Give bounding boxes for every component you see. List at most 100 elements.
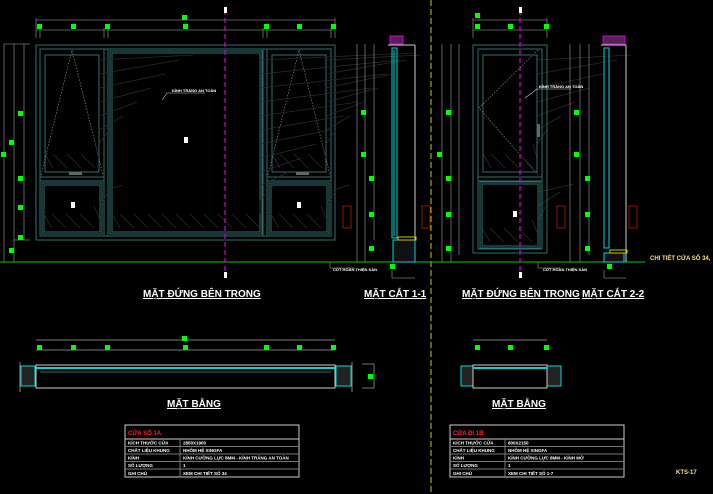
dimension-marker	[475, 13, 480, 18]
dimension-marker	[264, 345, 269, 350]
hatch-line	[306, 213, 322, 229]
hatch-line	[245, 213, 261, 229]
row-label: KÍNH	[453, 454, 464, 461]
hatch-line	[270, 213, 280, 229]
row-label: SỐ LƯỢNG	[453, 462, 478, 468]
floor-note-1: CỐT HOÀN THIỆN SÀN	[333, 267, 377, 272]
dimension-lines	[3, 18, 626, 279]
dimension-marker	[446, 212, 451, 217]
row-label: GHI CHÚ	[453, 470, 472, 476]
dimension-marker	[437, 152, 442, 157]
hatch-line	[98, 54, 194, 61]
hatch-line	[489, 227, 505, 243]
hatch-line	[271, 153, 281, 169]
row-value: XEM CHI TIẾT SỐ 34	[183, 470, 227, 476]
dimension-marker	[183, 24, 188, 29]
hatch-line	[98, 87, 152, 103]
hatch-line	[536, 87, 590, 103]
hatch-line	[532, 143, 538, 159]
dimension-marker	[105, 345, 110, 350]
title-section-1-1: MẶT CẮT 1-1	[364, 287, 427, 300]
dimension-marker	[369, 212, 374, 217]
dimension-marker	[508, 345, 513, 350]
dimension-marker	[183, 345, 188, 350]
hatch-line	[65, 213, 81, 229]
sheet-code: KTS-17	[676, 470, 697, 476]
hatch-line	[44, 153, 54, 169]
plan-2-drawing	[460, 339, 562, 389]
hatch-line	[259, 185, 275, 201]
hatch-line	[536, 59, 618, 75]
dimension-marker	[105, 24, 110, 29]
row-value: 800X2150	[508, 441, 529, 446]
cut-lines	[224, 10, 521, 272]
hatch-line	[99, 184, 123, 193]
row-label: SỐ LƯỢNG	[128, 462, 153, 468]
dimension-marker	[264, 24, 269, 29]
hatch-line	[259, 87, 373, 103]
dimension-marker	[585, 246, 590, 251]
dimension-marker	[37, 24, 42, 29]
hatch-line	[175, 213, 191, 229]
row-label: CHẤT LIỆU KHUNG	[128, 446, 170, 453]
note-leaders	[161, 88, 571, 101]
title-section-2-2: MẶT CẮT 2-2	[582, 287, 645, 300]
hatch-line	[98, 59, 180, 75]
dimension-marker	[585, 176, 590, 181]
dimension-marker	[71, 345, 76, 350]
hatch-line	[147, 213, 163, 229]
hatch-line	[259, 129, 331, 145]
hatch-line	[51, 213, 67, 229]
hatch-line	[259, 73, 387, 89]
hatch-line	[259, 52, 415, 61]
dimension-marker	[9, 248, 14, 253]
dimension-marker	[18, 235, 23, 240]
hatch-line	[325, 101, 365, 117]
cut-markers	[224, 7, 522, 278]
section-1-1-drawing	[388, 35, 417, 263]
hatch-line	[307, 153, 323, 169]
hatch-line	[43, 213, 53, 229]
dimension-marker	[71, 24, 76, 29]
hatch-line	[325, 129, 337, 145]
hatch-line	[490, 153, 506, 169]
dimension-marker	[331, 24, 336, 29]
info-table-2: CỬA ĐI 1B KÍCH THƯỚC CỬA 800X2150 CHẤT L…	[449, 424, 625, 478]
hatch-line	[326, 191, 336, 207]
hatch-line	[325, 87, 379, 103]
dimension-marker	[18, 111, 23, 116]
dimension-markers	[1, 13, 612, 379]
hatch-line	[325, 54, 421, 61]
glass-hatch	[43, 52, 632, 243]
hatch-line	[325, 73, 393, 89]
hatch-line	[259, 157, 303, 173]
hatch-line	[292, 213, 308, 229]
row-value: 1	[508, 463, 511, 468]
hatch-line	[111, 213, 121, 229]
hatch-line	[98, 129, 110, 145]
row-label: KÍNH	[128, 454, 139, 461]
section-2-2-drawing	[601, 35, 628, 263]
hatch-line	[259, 143, 317, 159]
hatch-line	[326, 184, 350, 193]
hatch-line	[98, 101, 138, 117]
dimension-marker	[297, 345, 302, 350]
glass-note-1: KÍNH TRẮNG AN TOÀN	[172, 88, 216, 93]
dimension-marker	[369, 176, 374, 181]
detail-label: CHI TIẾT CỬA SỔ 34,	[650, 255, 711, 262]
hatch-line	[161, 213, 177, 229]
panel-tag	[297, 202, 301, 208]
door-handle	[537, 124, 540, 137]
hatch-line	[94, 143, 100, 159]
hatch-line	[278, 213, 294, 229]
hatch-line	[259, 115, 345, 131]
hatch-line	[98, 115, 124, 131]
title-plan-2: MẶT BẰNG	[492, 397, 546, 410]
row-label: KÍCH THƯỚC CỬA	[453, 439, 494, 446]
dimension-marker	[182, 336, 187, 341]
hatch-line	[52, 153, 68, 169]
dimension-marker	[390, 264, 395, 269]
dimension-marker	[475, 345, 480, 350]
hatch-line	[503, 227, 519, 243]
row-label: CHẤT LIỆU KHUNG	[453, 446, 495, 453]
